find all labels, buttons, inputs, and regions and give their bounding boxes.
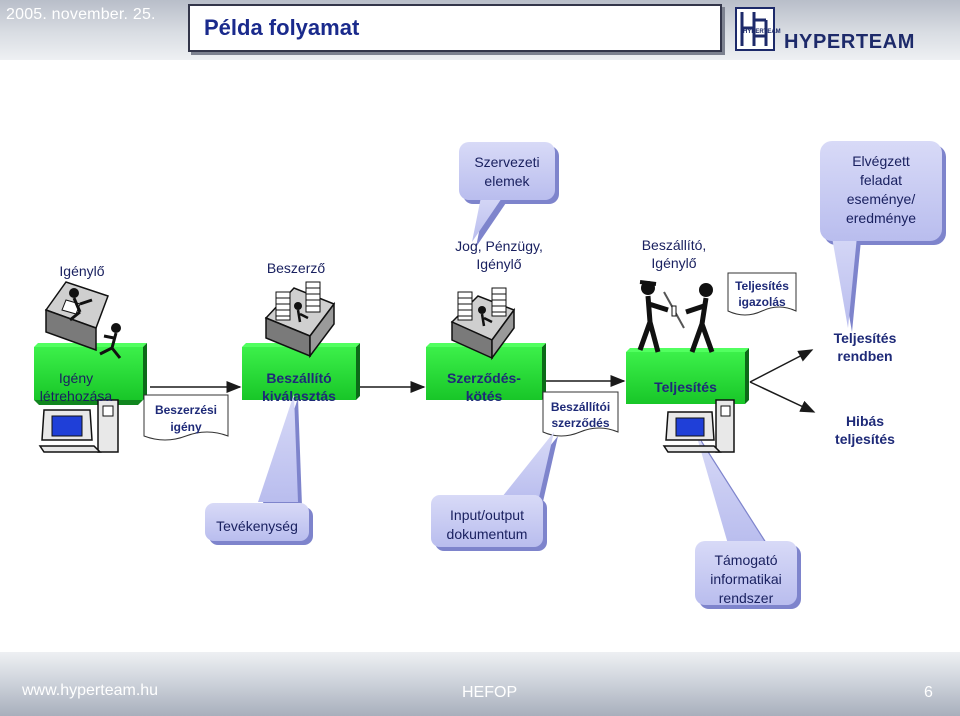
document-beszerzesi-igeny <box>143 394 229 441</box>
callout-elvegzett-line4: eredménye <box>845 210 917 226</box>
activity-igeny-line1: Igény <box>58 370 94 386</box>
role-beszallito-line2: Igénylő <box>651 255 697 271</box>
computer-icon <box>662 399 735 453</box>
footer-center: HEFOP <box>462 684 518 701</box>
logo-text: HYPERTEAM <box>784 31 915 53</box>
handshake-people-icon <box>637 280 715 353</box>
activity-box-szerzodeskotes <box>426 343 546 400</box>
result-hibas-teljesites-line1: Hibás <box>845 413 885 429</box>
document-beszallitoi-szerzodes-line1: Beszállítói <box>550 400 611 414</box>
arrow-to-teljesites-rendben <box>749 349 814 383</box>
document-beszallitoi-szerzodes <box>542 391 619 437</box>
callout-elvegzett-feladat <box>820 141 946 332</box>
callout-elvegzett-line2: feladat <box>859 172 903 188</box>
role-jog-penzugy-line2: Igénylő <box>476 256 522 272</box>
title-box: Példa folyamat <box>188 4 722 52</box>
result-teljesites-rendben-line1: Teljesítés <box>833 330 897 346</box>
activity-kivalasztas-line2: kiválasztás <box>262 388 336 404</box>
hyperteam-logo-icon <box>735 7 775 51</box>
callout-io-line1: Input/output <box>450 507 524 523</box>
callout-szervezeti-line2: elemek <box>484 173 530 189</box>
header-date: 2005. november. 25. <box>6 6 156 23</box>
callout-input-output <box>431 432 558 551</box>
page-title: Példa folyamat <box>204 15 360 40</box>
document-teljesites-igazolas-line1: Teljesítés <box>735 279 789 293</box>
document-beszallitoi-szerzodes-line2: szerződés <box>551 416 610 430</box>
callout-tevekenyseg: Tevékenység <box>216 518 298 534</box>
desk-paper-stacks-icon <box>264 281 336 359</box>
role-beszallito-line1: Beszállító, <box>641 237 707 253</box>
callout-tamogato-line2: informatikai <box>710 571 782 587</box>
document-beszerzesi-igeny-line2: igény <box>170 420 202 434</box>
result-hibas-teljesites-line2: teljesítés <box>835 431 895 447</box>
activity-box-beszallito-kivalasztas <box>242 343 360 400</box>
computer-icon <box>38 399 119 453</box>
desk-paper-stacks-icon <box>450 287 516 361</box>
callout-elvegzett-line3: eseménye/ <box>846 191 916 207</box>
callout-tamogato-line3: rendszer <box>718 590 774 606</box>
arrow-to-hibas-teljesites <box>749 381 816 413</box>
callout-io-line2: dokumentum <box>446 526 528 542</box>
person-at-desk-icon <box>44 281 122 359</box>
process-diagram <box>34 141 946 609</box>
role-jog-penzugy-line1: Jog, Pénzügy, <box>455 238 543 254</box>
result-teljesites-rendben-line2: rendben <box>837 348 893 364</box>
activity-teljesites: Teljesítés <box>654 379 717 395</box>
activity-szerzodeskotes-line2: kötés <box>465 388 503 404</box>
activity-kivalasztas-line1: Beszállító <box>266 370 332 386</box>
callout-tevekenyseg <box>205 394 313 545</box>
callout-szervezeti-line1: Szervezeti <box>474 154 540 170</box>
callout-elvegzett-line1: Elvégzett <box>852 153 910 169</box>
footer-page-number: 6 <box>924 684 933 701</box>
activity-szerzodeskotes-line1: Szerződés- <box>447 370 521 386</box>
logo-small-text: HYPERTEAM <box>743 29 781 35</box>
callout-tamogato-rendszer <box>695 434 801 609</box>
callout-szervezeti-elemek <box>459 142 559 247</box>
activity-igeny-line2: létrehozása <box>39 388 113 404</box>
document-teljesites-igazolas <box>727 272 797 316</box>
role-igenylo: Igénylő <box>59 263 105 279</box>
activity-box-teljesites <box>626 348 749 404</box>
document-teljesites-igazolas-line2: igazolás <box>738 295 786 309</box>
document-beszerzesi-igeny-line1: Beszerzési <box>154 403 218 417</box>
footer-bar <box>0 652 960 716</box>
role-beszerzo: Beszerző <box>266 260 326 276</box>
callout-tamogato-line1: Támogató <box>714 552 778 568</box>
footer-url[interactable]: www.hyperteam.hu <box>22 682 159 699</box>
